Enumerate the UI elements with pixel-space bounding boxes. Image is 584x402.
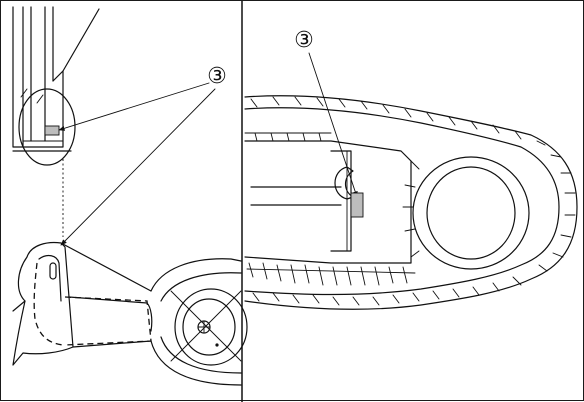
left-panel: ③: [12, 6, 248, 386]
decal-label: [44, 125, 60, 136]
swing-bracket: [12, 241, 153, 366]
callout-number-right: ③: [294, 28, 314, 53]
arm-upper-section: [12, 6, 100, 152]
callout-arrow-lower: [60, 88, 216, 246]
callout-number-left: ③: [207, 64, 227, 89]
swing-housing: [150, 258, 248, 386]
crawler-track: [244, 95, 578, 310]
decal-label-right: [350, 192, 364, 218]
detail-ellipse: [18, 88, 76, 166]
callout-arrow-right: [308, 52, 358, 198]
callout-arrow-upper: [58, 82, 210, 131]
right-panel: ③: [244, 28, 578, 310]
